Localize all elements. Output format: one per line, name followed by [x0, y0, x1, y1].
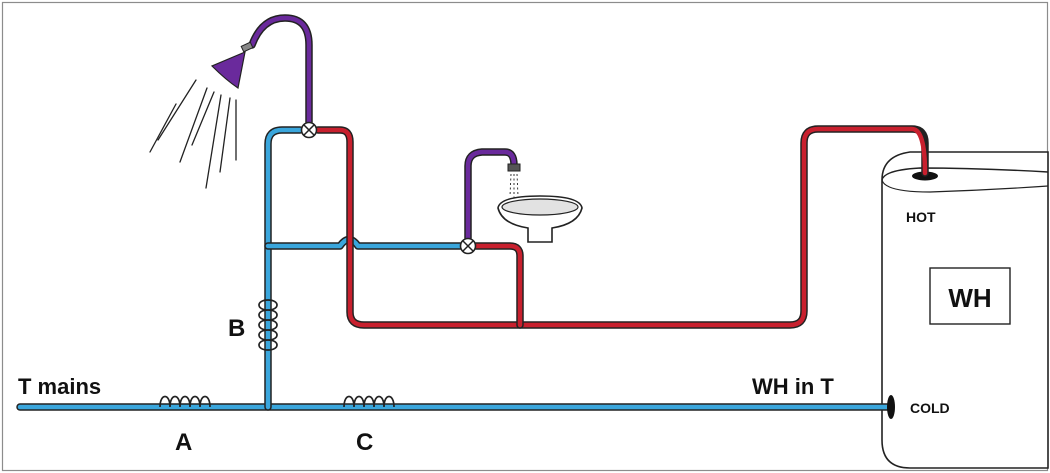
faucet-icon: [507, 163, 521, 200]
wh-in-t-label: WH in T: [752, 374, 834, 399]
hot-label: HOT: [906, 209, 936, 225]
sink-mixing-valve-icon: [459, 237, 477, 255]
cold-label: COLD: [910, 400, 950, 416]
water-heater-tank-icon: [881, 151, 1049, 469]
cold-water-pipes: [16, 126, 893, 411]
wh-label: WH: [948, 283, 991, 313]
t-mains-label: T mains: [18, 374, 101, 399]
shower-head-icon: [210, 41, 254, 89]
hot-water-pipes: [314, 125, 929, 329]
shower-mixing-valve-icon: [300, 121, 318, 139]
cold-inlet-port: [887, 395, 895, 419]
sink-basin-icon: [497, 195, 583, 243]
coil-a-icon: [159, 395, 211, 408]
mixed-water-pipes: [248, 14, 518, 242]
coil-a-label: A: [175, 429, 192, 456]
coil-c-icon: [343, 395, 395, 408]
shower-spray: [149, 79, 237, 189]
coil-b-icon: [258, 299, 278, 351]
coil-c-label: C: [356, 429, 373, 456]
wh-label-box: [929, 267, 1011, 325]
coil-b-label: B: [228, 315, 245, 342]
